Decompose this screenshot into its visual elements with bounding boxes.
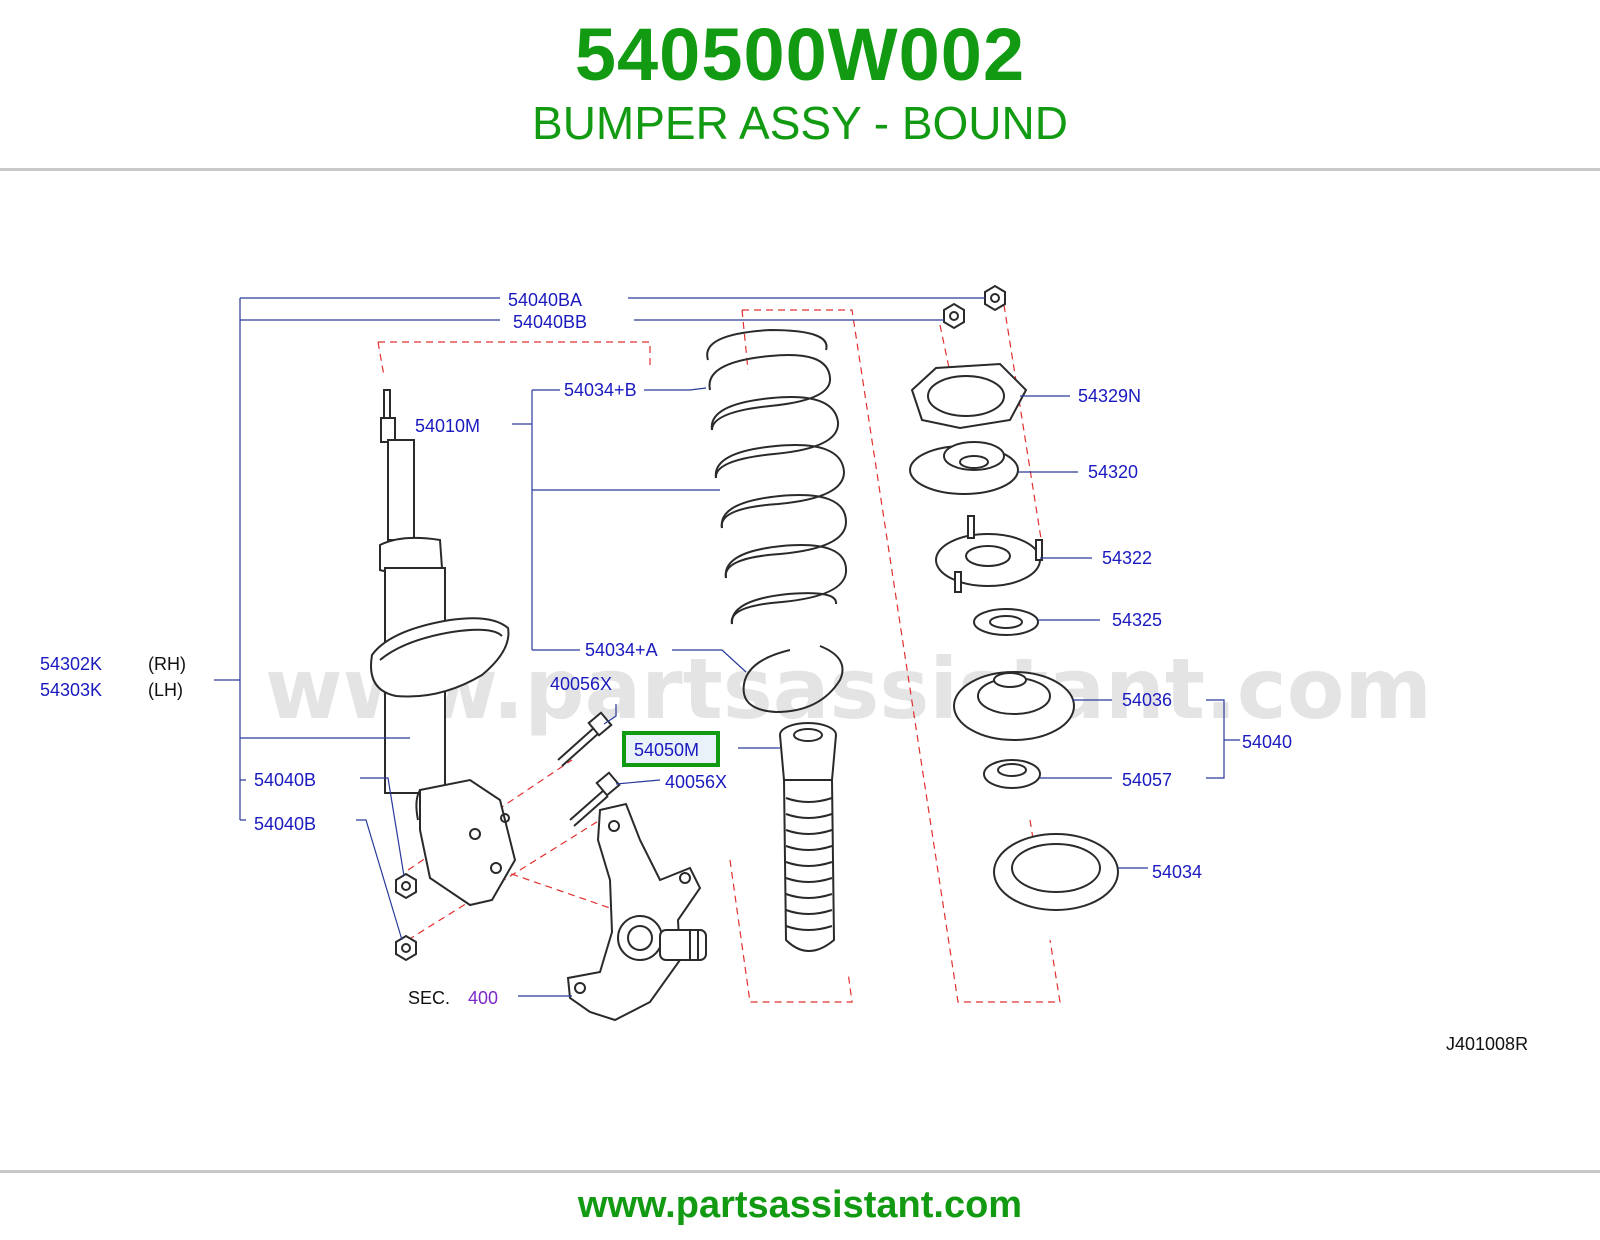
label-54040B-bottom[interactable]: 54040B — [254, 814, 316, 834]
header-divider — [0, 168, 1600, 171]
label-54010M[interactable]: 54010M — [415, 416, 480, 436]
coil-spring-drawing — [708, 354, 848, 625]
label-54036[interactable]: 54036 — [1122, 690, 1172, 710]
label-54040BA[interactable]: 54040BA — [508, 290, 582, 310]
label-54329N[interactable]: 54329N — [1078, 386, 1141, 406]
diagram-code: J401008R — [1446, 1034, 1528, 1054]
strut-assembly-drawing — [370, 389, 517, 907]
bolts-drawing — [395, 711, 621, 962]
spring-upper-insulator-drawing — [706, 328, 828, 361]
label-54050M-highlighted[interactable]: 54050M — [634, 740, 699, 760]
bump-stopper-drawing — [779, 722, 837, 952]
leader-lines — [214, 297, 1240, 997]
steering-knuckle-drawing — [566, 802, 707, 1022]
label-54303K[interactable]: 54303K — [40, 680, 102, 700]
spring-lower-insulator-drawing — [742, 645, 844, 714]
label-54040[interactable]: 54040 — [1242, 732, 1292, 752]
top-mount-stack-drawing — [909, 284, 1119, 911]
label-54057[interactable]: 54057 — [1122, 770, 1172, 790]
label-40056X-top[interactable]: 40056X — [550, 674, 612, 694]
label-40056X-mid[interactable]: 40056X — [665, 772, 727, 792]
label-sec-400[interactable]: 400 — [468, 988, 498, 1008]
highlight-box — [622, 731, 720, 767]
label-54322[interactable]: 54322 — [1102, 548, 1152, 568]
label-rh: (RH) — [148, 654, 186, 674]
part-number-title: 540500W002 — [574, 13, 1026, 96]
label-54302K[interactable]: 54302K — [40, 654, 102, 674]
part-name-subtitle: BUMPER ASSY - BOUND — [532, 97, 1068, 149]
label-54320[interactable]: 54320 — [1088, 462, 1138, 482]
label-54040BB[interactable]: 54040BB — [513, 312, 587, 332]
label-lh: (LH) — [148, 680, 183, 700]
footer-url-link[interactable]: www.partsassistant.com — [577, 1184, 1023, 1226]
page-header: 540500W002 BUMPER ASSY - BOUND — [0, 0, 1600, 168]
label-54034[interactable]: 54034 — [1152, 862, 1202, 882]
label-54040B-top[interactable]: 54040B — [254, 770, 316, 790]
label-54034-A[interactable]: 54034+A — [585, 640, 658, 660]
label-54325[interactable]: 54325 — [1112, 610, 1162, 630]
footer-divider — [0, 1170, 1600, 1173]
label-sec: SEC. — [408, 988, 450, 1008]
label-54034-B[interactable]: 54034+B — [564, 380, 637, 400]
